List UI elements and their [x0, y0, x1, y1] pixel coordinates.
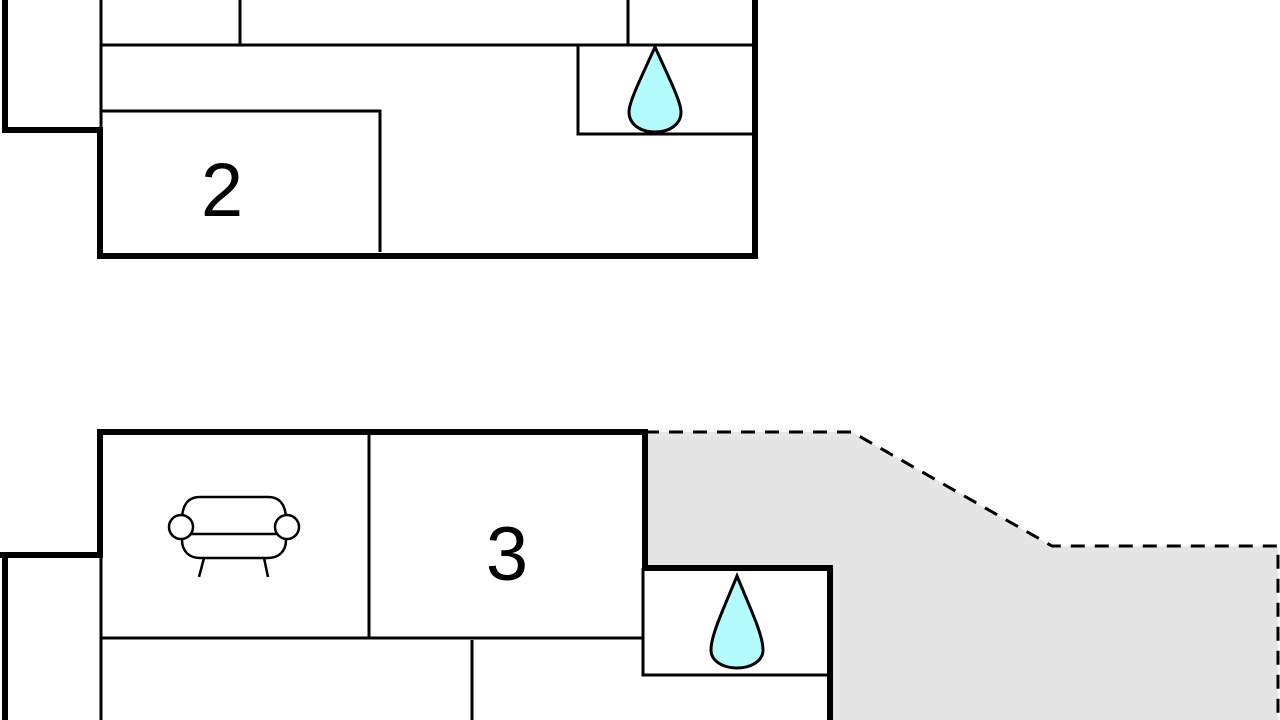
terrace-dashed-border [645, 430, 1280, 720]
armchair-icon [167, 495, 301, 578]
upper-unit: 2 [2, 0, 758, 259]
room-number-2: 2 [201, 148, 243, 233]
water-drop-icon [709, 572, 765, 670]
upper-outer-wall [2, 0, 758, 259]
lower-unit: 3 [0, 429, 833, 720]
terrace-area [645, 432, 1278, 720]
water-drop-icon [627, 43, 683, 134]
room-2-wall [101, 109, 382, 252]
bathroom-wall [576, 45, 752, 136]
bathroom-wall [641, 568, 827, 677]
room-number-3: 3 [486, 512, 528, 597]
